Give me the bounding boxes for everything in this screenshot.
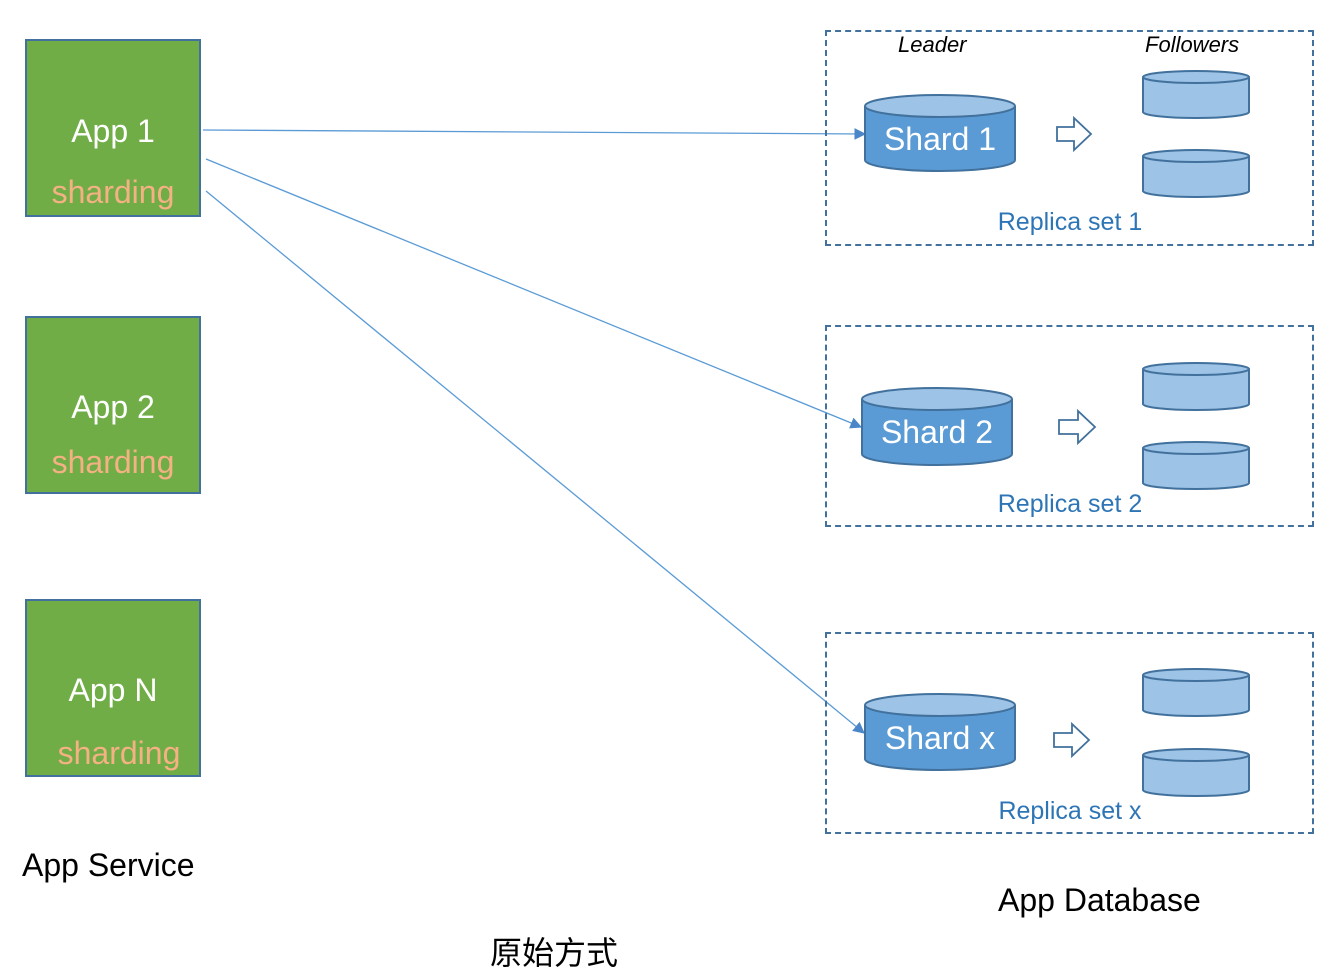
connector-app1-shardx [205,190,865,734]
method-caption: 原始方式 [490,935,619,971]
replica-set-1-label: Replica set 1 [997,208,1143,236]
shard-1-cylinder [864,94,1016,172]
shard-x-cylinder [864,693,1016,771]
followers-label: Followers [1145,32,1240,57]
app-1-sharding-label: sharding [51,174,175,210]
shard-2-label: Shard 2 [880,414,994,450]
shard-1-label: Shard 1 [883,121,997,157]
follower-cylinder [1142,70,1250,119]
follower-cylinder [1142,441,1250,490]
connector-app1-shard1 [202,128,867,140]
shard-x-label: Shard x [884,720,996,756]
app-1-name: App 1 [71,113,155,149]
app-service-caption: App Service [22,847,195,883]
replicate-arrow-icon [1058,408,1097,446]
app-database-caption: App Database [998,882,1201,918]
app-n-sharding-label: sharding [57,735,181,771]
replicate-arrow-icon [1053,721,1091,759]
leader-label: Leader [898,32,967,57]
shard-2-cylinder [861,387,1013,466]
app-n-box: App N sharding [25,599,201,777]
app-1-box: App 1 sharding [25,39,201,217]
replicate-arrow-icon [1056,115,1093,153]
follower-cylinder [1142,149,1250,198]
replica-set-1-container [825,30,1314,246]
replica-set-x-container [825,632,1314,834]
connector-app1-shard2 [205,158,863,429]
app-2-box: App 2 sharding [25,316,201,494]
replica-set-x-label: Replica set x [998,797,1142,825]
replica-set-2-label: Replica set 2 [997,490,1143,518]
follower-cylinder [1142,668,1250,717]
replica-set-2-container [825,325,1314,527]
app-n-name: App N [68,672,158,708]
app-2-sharding-label: sharding [51,444,175,480]
app-2-name: App 2 [71,389,155,425]
follower-cylinder [1142,748,1250,797]
follower-cylinder [1142,362,1250,411]
